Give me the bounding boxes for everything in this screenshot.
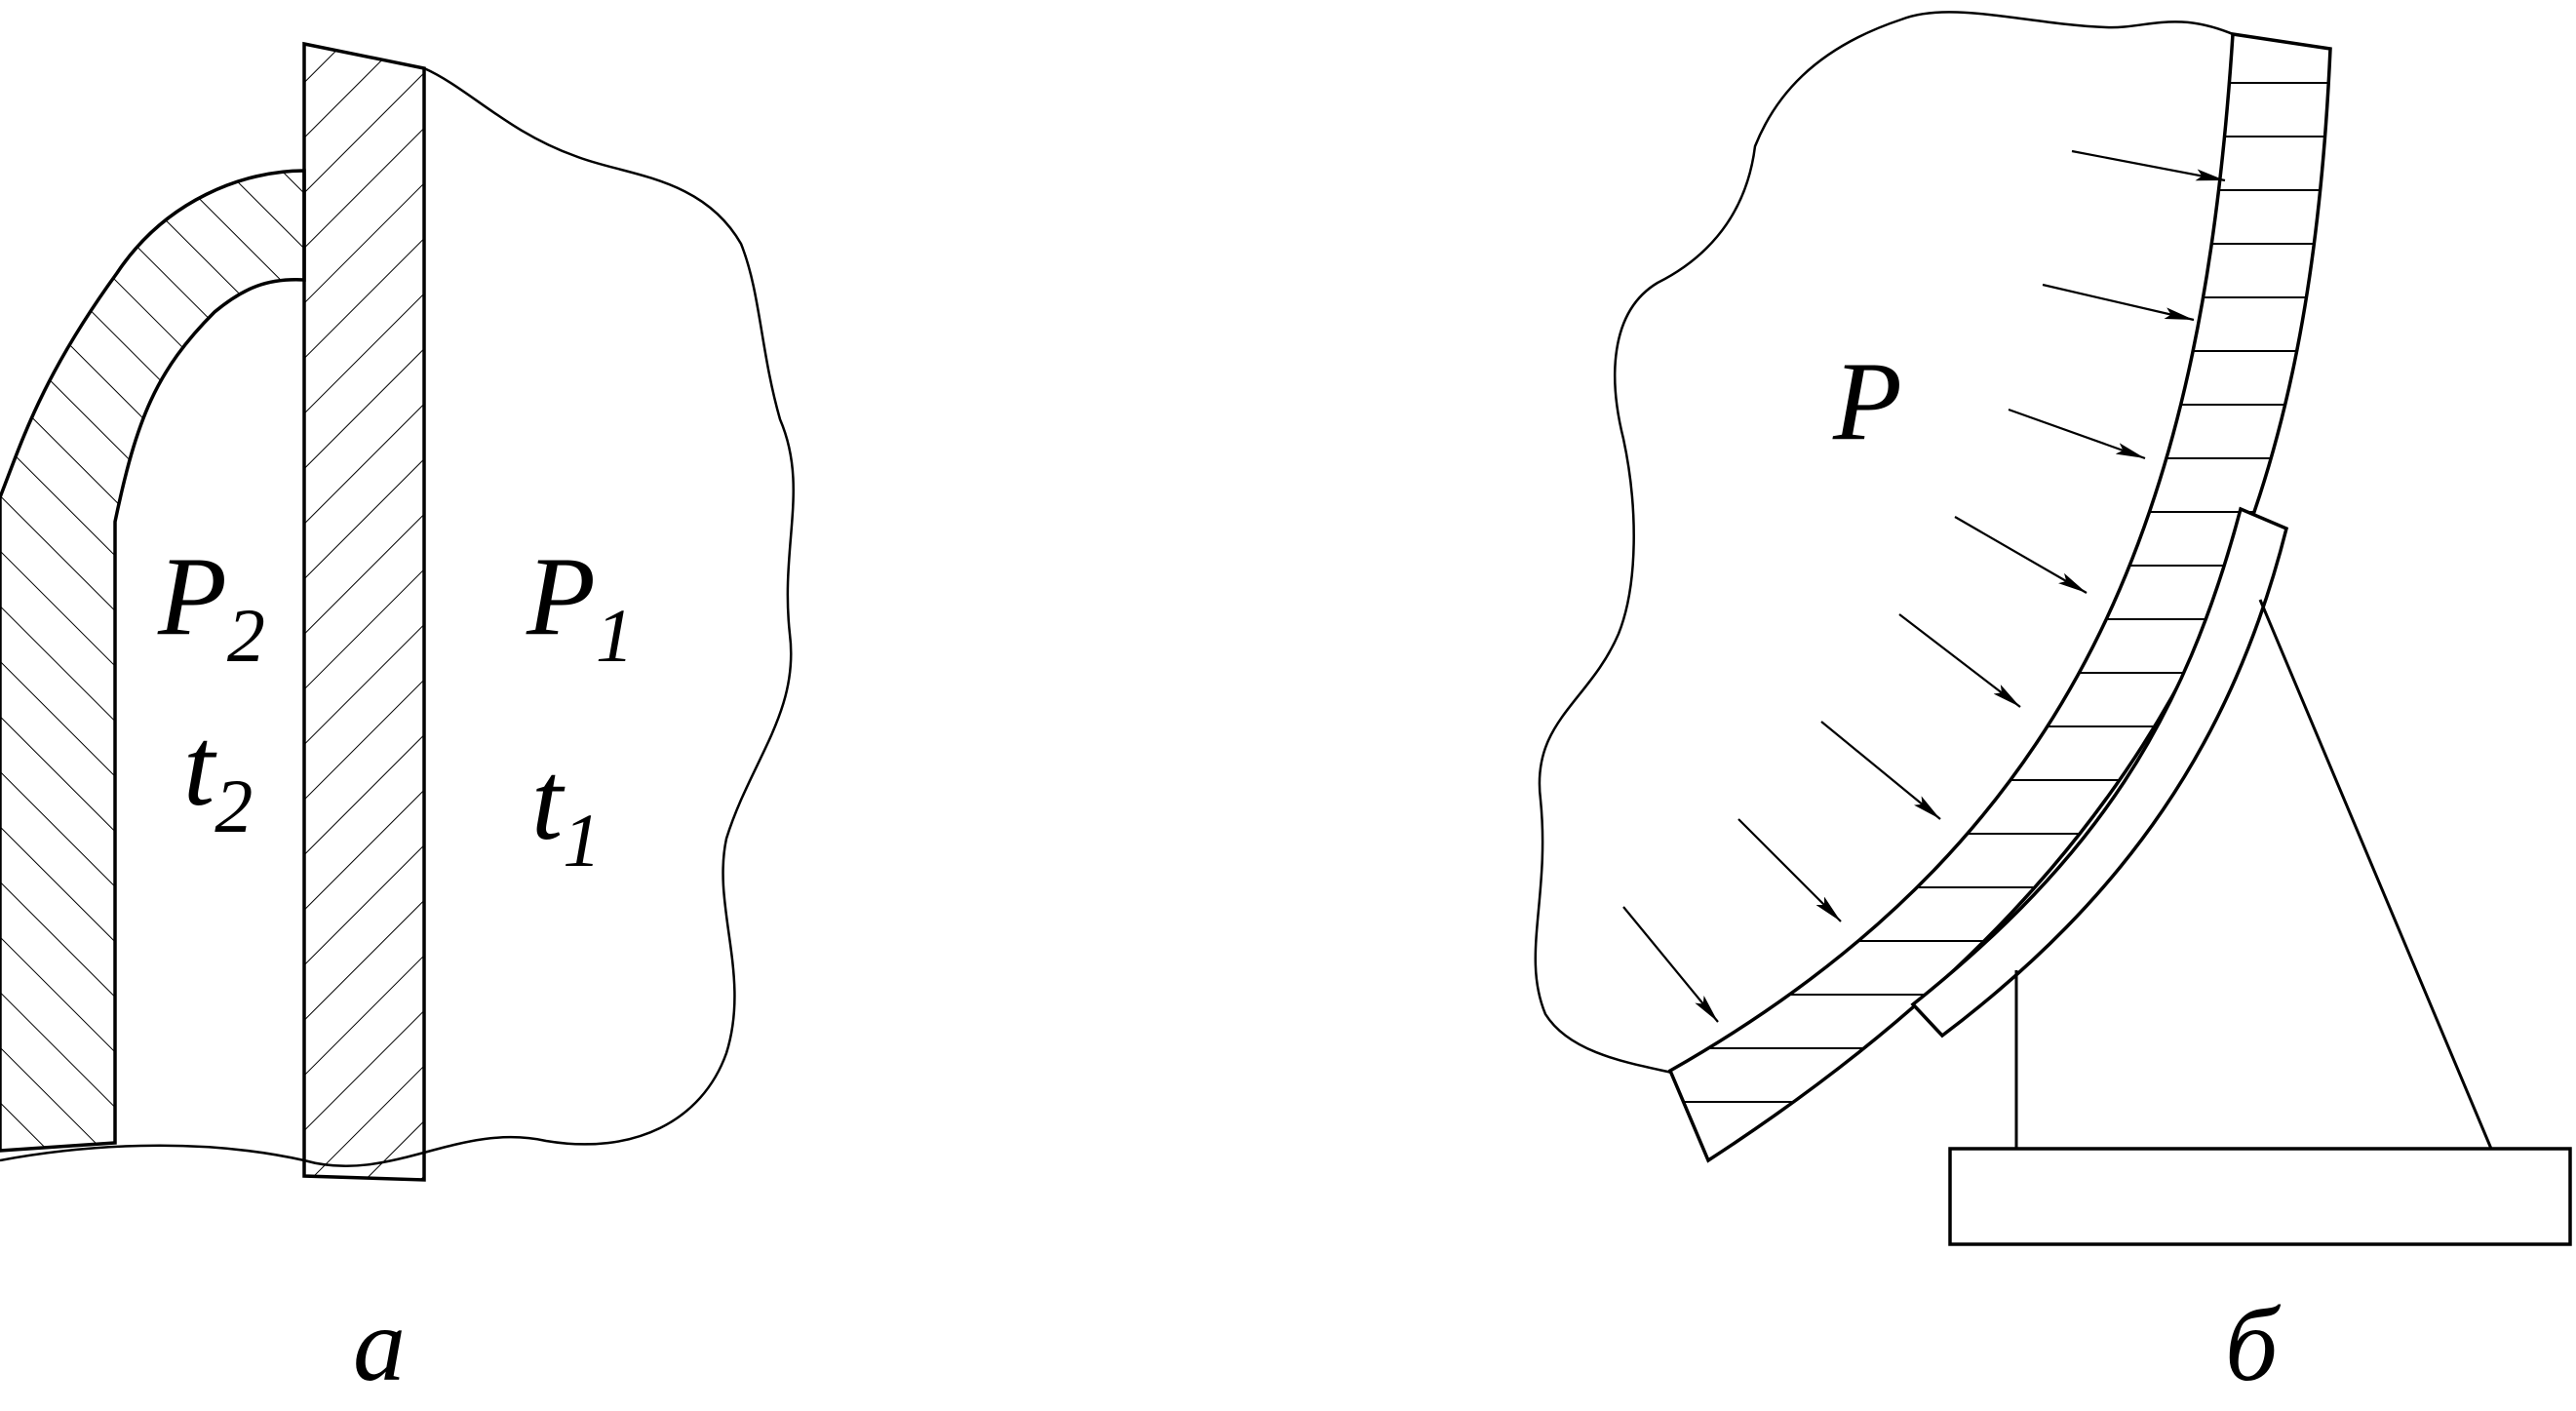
caption-a: а	[353, 1287, 406, 1403]
inner-straight-wall	[302, 41, 426, 1182]
label-t1: t1	[531, 739, 601, 882]
outer-curved-wall	[0, 169, 306, 1153]
panel-b: P б	[1534, 11, 2572, 1403]
label-t2: t2	[183, 705, 253, 848]
support-base	[1948, 1147, 2572, 1246]
label-p: P	[1832, 339, 1902, 464]
support-leg-diagonal	[2258, 599, 2493, 1150]
label-p1: P1	[526, 534, 634, 678]
medium-boundary-b	[1534, 11, 2234, 1075]
pressure-arrows	[1622, 149, 2226, 1023]
caption-b: б	[2225, 1287, 2282, 1403]
support-saddle	[1910, 506, 2289, 1039]
label-p2: P2	[157, 534, 265, 678]
panel-a: P2 t2 P1 t1 а	[0, 41, 795, 1403]
